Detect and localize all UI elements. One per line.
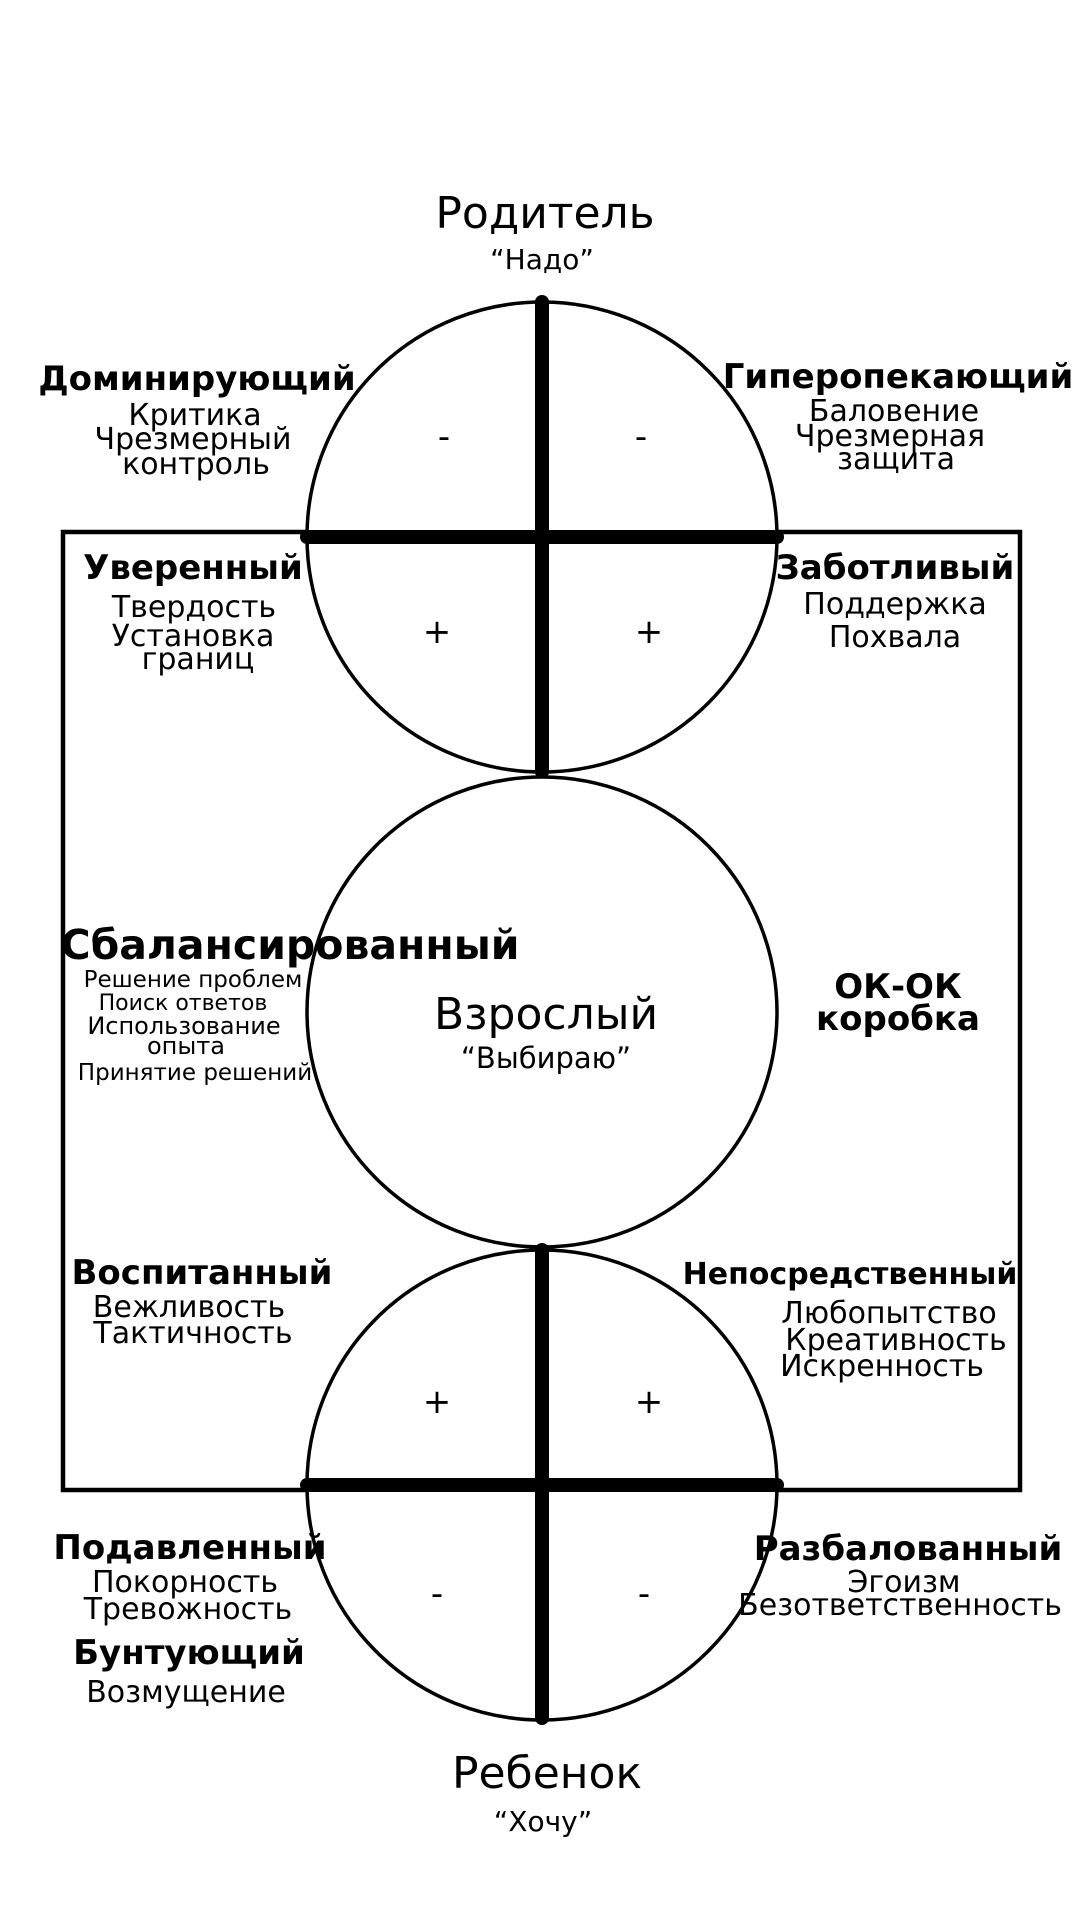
dominating-line: Чрезмерный xyxy=(95,422,292,457)
parent-title: Родитель xyxy=(435,188,654,239)
confident-title: Уверенный xyxy=(83,548,303,588)
child-upper-left-sign: + xyxy=(423,1382,452,1422)
balanced-line: Принятие решений xyxy=(78,1060,312,1086)
balanced-line: опыта xyxy=(147,1032,225,1060)
overprotective-title: Гиперопекающий xyxy=(723,357,1074,397)
suppressed-line: Тревожность xyxy=(83,1592,293,1627)
parent-lower-right-sign: + xyxy=(635,612,664,652)
child-lower-right-sign: - xyxy=(638,1574,650,1614)
ok-ok-label: коробка xyxy=(816,999,980,1039)
balanced-line: Решение проблем xyxy=(84,967,303,993)
overprotective-line: Баловение xyxy=(809,394,979,429)
dominating-line: контроль xyxy=(122,447,270,482)
suppressed-line: Покорность xyxy=(92,1565,278,1600)
polite-title: Воспитанный xyxy=(72,1253,333,1293)
caring-line: Похвала xyxy=(829,620,961,655)
polite-line: Тактичность xyxy=(92,1316,292,1351)
overprotective-line: защита xyxy=(837,442,955,477)
dominating-title: Доминирующий xyxy=(38,359,355,399)
spoiled-line: Эгоизм xyxy=(847,1565,960,1600)
balanced-line: Использование xyxy=(87,1012,280,1040)
caring-line: Поддержка xyxy=(803,587,986,622)
adult-title: Взрослый xyxy=(434,989,658,1040)
balanced-title: Сбалансированный xyxy=(60,921,519,969)
spontaneous-line: Креативность xyxy=(785,1323,1006,1358)
dominating-line: Критика xyxy=(128,398,261,433)
parent-quote: “Надо” xyxy=(490,243,594,276)
child-lower-left-sign: - xyxy=(431,1574,443,1614)
balanced-line: Поиск ответов xyxy=(99,991,268,1016)
confident-line: границ xyxy=(142,642,255,677)
suppressed-title: Подавленный xyxy=(53,1528,326,1568)
overprotective-line: Чрезмерная xyxy=(795,419,985,454)
confident-line: Установка xyxy=(112,619,275,654)
adult-quote: “Выбираю” xyxy=(461,1041,631,1075)
parent-upper-right-sign: - xyxy=(635,417,647,457)
spontaneous-title: Непосредственный xyxy=(683,1257,1018,1292)
polite-line: Вежливость xyxy=(93,1290,285,1325)
parent-upper-left-sign: - xyxy=(438,417,450,457)
child-quote: “Хочу” xyxy=(494,1805,592,1838)
ok-ok-label: ОК-ОК xyxy=(834,967,962,1007)
confident-line: Твердость xyxy=(111,590,276,625)
parent-lower-left-sign: + xyxy=(423,612,452,652)
spoiled-title: Разбалованный xyxy=(754,1529,1063,1569)
rebellious-line: Возмущение xyxy=(86,1675,286,1710)
spontaneous-line: Искренность xyxy=(780,1349,984,1384)
caring-title: Заботливый xyxy=(776,548,1015,588)
spoiled-line: Безответственность xyxy=(738,1588,1062,1623)
spontaneous-line: Любопытство xyxy=(781,1296,996,1331)
child-upper-right-sign: + xyxy=(635,1382,664,1422)
child-title: Ребенок xyxy=(452,1748,642,1799)
rebellious-title: Бунтующий xyxy=(73,1633,305,1673)
